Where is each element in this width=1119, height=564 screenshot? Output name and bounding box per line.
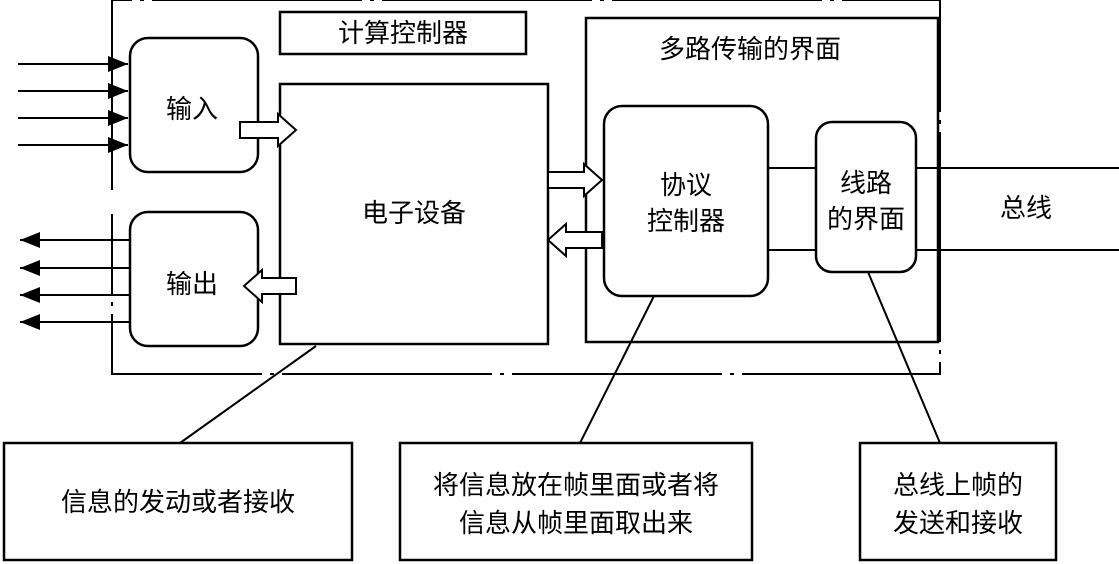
line-interface-label-1: 线路 [840,169,892,199]
line-interface-label-2: 的界面 [827,205,905,235]
leader-line-interface [867,271,941,444]
input-label: 输入 [166,95,218,125]
output-label: 输出 [166,270,218,300]
protocol-label-1: 协议 [660,171,712,201]
protocol-to-device-arrow [546,221,603,259]
callout-send-receive: 信息的发动或者接收 [61,488,295,518]
line-interface-box [814,120,918,274]
callout-bus-1: 总线上帧的 [893,471,1023,501]
protocol-label-2: 控制器 [647,207,725,237]
controller-title: 计算控制器 [338,19,468,49]
electronic-device-label: 电子设备 [362,199,466,229]
multiplex-interface-label: 多路传输的界面 [659,35,841,65]
bus-label: 总线 [1000,194,1052,224]
callout-bus-2: 发送和接收 [893,509,1023,539]
controller-title-box [278,10,528,56]
protocol-controller-box [602,104,770,298]
electronic-device-box [278,82,550,346]
input-box [128,36,260,174]
input-signal-arrows [18,56,128,153]
callout-frame-1: 将信息放在帧里面或者将 [433,471,719,501]
leader-protocol [579,295,655,444]
output-signal-arrows [20,232,130,330]
callout-frame-2: 信息从帧里面取出来 [459,509,693,539]
callout-frame-box [398,441,754,562]
device-to-protocol-arrow [547,161,604,199]
controller-boundary [111,0,941,375]
device-to-output-arrow [242,267,297,305]
callout-send-receive-box [2,441,354,562]
input-to-device-arrow [239,111,298,149]
leader-device [179,345,317,444]
callout-bus-box [858,441,1058,562]
